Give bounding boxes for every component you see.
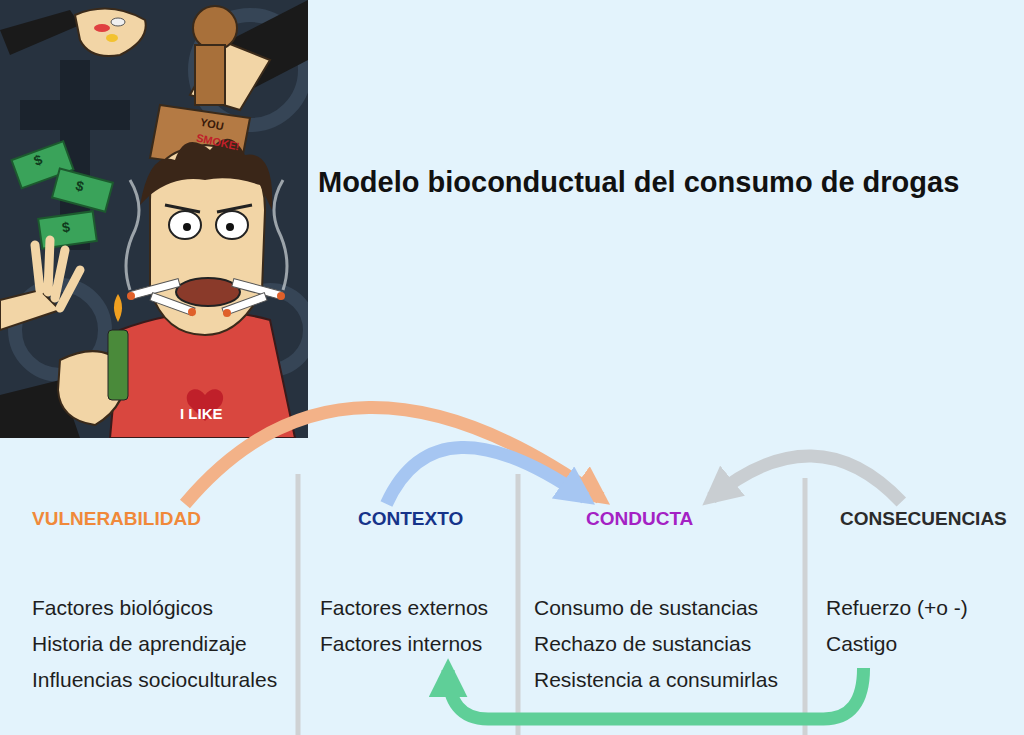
flow-arrow [386, 447, 585, 504]
factor-item: Factores biológicos [32, 590, 277, 626]
diagram-title: Modelo bioconductual del consumo de drog… [318, 166, 959, 199]
factor-item: Resistencia a consumirlas [534, 662, 778, 698]
factor-item: Refuerzo (+o -) [826, 590, 1007, 626]
flow-arrow [185, 407, 601, 504]
column-heading: VULNERABILIDAD [32, 506, 277, 532]
column-heading: CONTEXTO [320, 506, 488, 532]
column-box: CONSECUENCIAS Refuerzo (+o -)Castigo [822, 500, 1011, 668]
flow-arrow [711, 456, 901, 502]
column-box: CONDUCTA Consumo de sustanciasRechazo de … [530, 500, 782, 704]
column-box: CONTEXTO Factores externosFactores intern… [316, 500, 492, 668]
drug-illustration [0, 0, 308, 438]
column-heading: CONSECUENCIAS [826, 506, 1007, 532]
factor-item: Consumo de sustancias [534, 590, 778, 626]
column-box: VULNERABILIDAD Factores biológicosHistori… [28, 500, 281, 704]
column-heading: CONDUCTA [534, 506, 778, 532]
factor-item: Castigo [826, 626, 1007, 662]
factor-item: Factores internos [320, 626, 488, 662]
shirt-text: I LIKE [180, 405, 223, 422]
factor-item: Rechazo de sustancias [534, 626, 778, 662]
factor-item: Historia de aprendizaje [32, 626, 277, 662]
factor-item: Influencias socioculturales [32, 662, 277, 698]
factor-item: Factores externos [320, 590, 488, 626]
